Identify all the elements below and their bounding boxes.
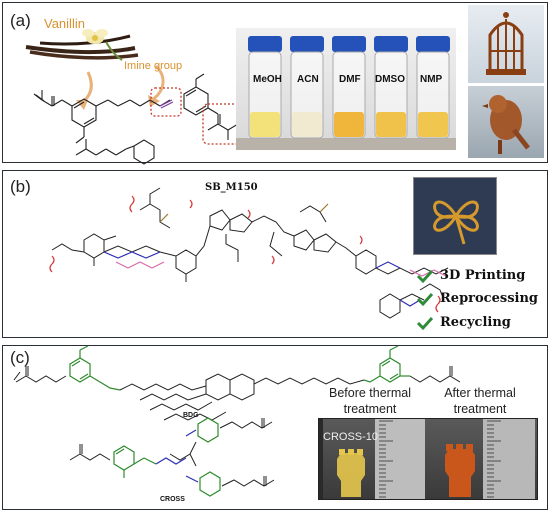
vial-liquid (250, 112, 280, 137)
check-icon (416, 316, 434, 330)
panel-b-label: (b) (10, 177, 31, 196)
after-thermal-label: After thermal treatment (444, 386, 516, 416)
sb-m150-label: SB_M150 (205, 182, 258, 193)
solvent-label-0: MeOH (253, 74, 282, 85)
vial-cap (374, 36, 408, 52)
bird-print-photo (468, 86, 544, 158)
vial-cap (290, 36, 324, 52)
solvent-label-1: ACN (297, 74, 319, 85)
clover-print-photo (413, 177, 497, 255)
solvent-label-3: DMSO (375, 74, 405, 85)
checklist-item-1: Reprocessing (416, 291, 538, 306)
solvent-vials-photo (236, 28, 456, 150)
checklist-item-2: Recycling (416, 315, 511, 330)
imine-group-label: Imine group (124, 60, 183, 72)
panel-c-label: (c) (10, 348, 30, 367)
bdg-label: BDG (183, 412, 199, 419)
vanillin-label: Vanillin (44, 16, 85, 31)
panel-a-label: (a) (10, 11, 31, 30)
cross-10-sample-label: CROSS-10 (323, 431, 379, 443)
solvent-label-4: NMP (420, 74, 443, 85)
vial-liquid (334, 112, 364, 137)
birdcage-print-photo (468, 5, 544, 83)
vial-liquid (418, 112, 448, 137)
check-icon (416, 269, 434, 283)
vial-liquid (376, 112, 406, 137)
before-thermal-label: Before thermal treatment (329, 386, 411, 416)
vial-cap (332, 36, 366, 52)
solvent-label-2: DMF (339, 74, 361, 85)
vial-liquid (292, 112, 322, 137)
vial-cap (248, 36, 282, 52)
checklist-item-0: 3D Printing (416, 268, 525, 283)
rook-prints-photo (318, 418, 538, 500)
vial-cap (416, 36, 450, 52)
cross-label: CROSS (160, 496, 185, 503)
check-icon (416, 292, 434, 306)
